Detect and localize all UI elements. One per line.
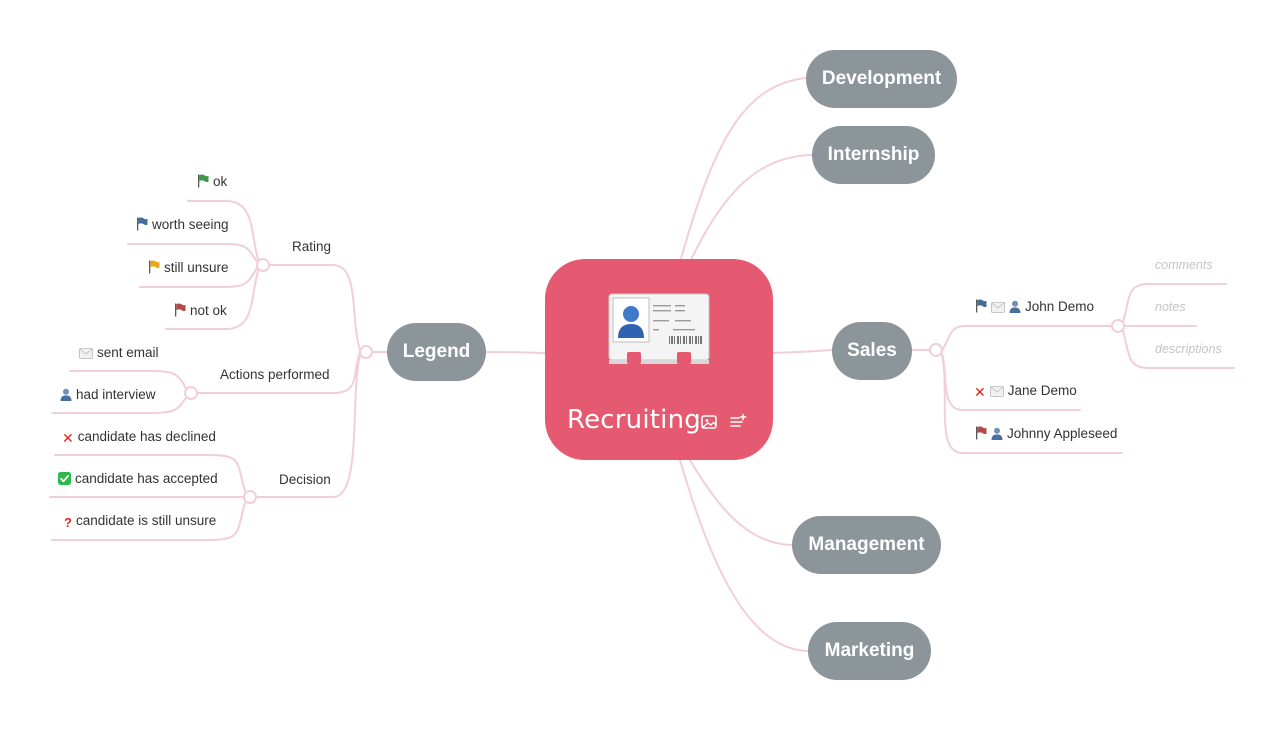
central-topic-title: Recruiting	[567, 405, 701, 435]
legend-item-label: worth seeing	[152, 217, 229, 232]
subtopic-label: Jane Demo	[1007, 383, 1077, 398]
cross-mark-icon: ✕	[974, 384, 986, 400]
topic-management[interactable]: Management	[792, 516, 941, 574]
legend-item-had-interview[interactable]: had interview	[60, 387, 156, 403]
connector-development	[679, 77, 807, 263]
check-box-icon	[58, 472, 71, 485]
question-mark-icon: ?	[64, 515, 72, 530]
flag-red-icon	[975, 426, 987, 440]
subtopic-actions-performed[interactable]: Actions performed	[220, 367, 330, 382]
legend-item-label: had interview	[76, 387, 156, 402]
legend-item-not-ok[interactable]: not ok	[174, 303, 227, 319]
connector-marketing	[679, 459, 809, 652]
central-topic[interactable]: Recruiting	[545, 259, 773, 460]
legend-item-label: not ok	[190, 303, 227, 318]
placeholder-descriptions[interactable]: descriptions	[1155, 342, 1222, 356]
legend-item-ok[interactable]: ok	[197, 174, 227, 190]
subtopic-rating[interactable]: Rating	[292, 239, 332, 254]
subtopic-label: Johnny Appleseed	[1007, 426, 1118, 441]
legend-item-label: sent email	[97, 345, 159, 360]
topic-sales[interactable]: Sales	[832, 322, 912, 380]
legend-item-label: ok	[213, 174, 228, 189]
person-icon	[991, 427, 1003, 440]
legend-item-label: still unsure	[164, 260, 229, 275]
image-icon[interactable]	[700, 413, 718, 431]
connector-internship	[689, 154, 813, 263]
placeholder-notes[interactable]: notes	[1155, 300, 1186, 314]
connector-legend	[485, 351, 546, 354]
topic-internship[interactable]: Internship	[812, 126, 935, 184]
legend-item-sent-email[interactable]: sent email	[79, 345, 159, 361]
actions-collapse-handle	[184, 386, 198, 400]
legend-collapse-handle	[359, 345, 373, 359]
envelope-icon	[991, 302, 1005, 313]
flag-blue-icon	[136, 217, 148, 231]
legend-item-worth-seeing[interactable]: worth seeing	[136, 217, 229, 233]
contact-card-icon	[608, 293, 710, 364]
connector-sales	[772, 349, 833, 354]
placeholder-comments[interactable]: comments	[1155, 258, 1213, 272]
envelope-icon	[79, 348, 93, 359]
cross-mark-icon: ✕	[62, 430, 74, 446]
flag-blue-icon	[975, 299, 987, 313]
decision-collapse-handle	[243, 490, 257, 504]
subtopic-johnny-appleseed[interactable]: Johnny Appleseed	[975, 426, 1117, 442]
legend-item-accepted[interactable]: candidate has accepted	[58, 471, 218, 487]
legend-item-label: candidate has declined	[77, 429, 216, 444]
person-icon	[1009, 300, 1021, 313]
sales-collapse-handle	[929, 343, 943, 357]
rating-collapse-handle	[256, 258, 270, 272]
envelope-icon	[990, 386, 1004, 397]
note-add-icon[interactable]	[729, 413, 747, 431]
topic-legend[interactable]: Legend	[387, 323, 486, 381]
legend-item-unsure[interactable]: ?candidate is still unsure	[64, 513, 216, 530]
subtopic-jane-demo[interactable]: ✕ Jane Demo	[974, 383, 1077, 399]
john-demo-collapse-handle	[1111, 319, 1125, 333]
subtopic-john-demo[interactable]: John Demo	[975, 299, 1094, 315]
topic-development[interactable]: Development	[806, 50, 957, 108]
legend-item-label: candidate has accepted	[75, 471, 218, 486]
flag-yellow-icon	[148, 260, 160, 274]
subtopic-decision[interactable]: Decision	[279, 472, 331, 487]
legend-item-label: candidate is still unsure	[75, 513, 217, 528]
topic-marketing[interactable]: Marketing	[808, 622, 931, 680]
legend-item-declined[interactable]: ✕candidate has declined	[62, 429, 216, 445]
connector-management	[689, 459, 793, 546]
flag-red-icon	[174, 303, 186, 317]
legend-item-still-unsure[interactable]: still unsure	[148, 260, 229, 276]
person-icon	[60, 388, 72, 401]
flag-green-icon	[197, 174, 209, 188]
subtopic-label: John Demo	[1025, 299, 1095, 314]
